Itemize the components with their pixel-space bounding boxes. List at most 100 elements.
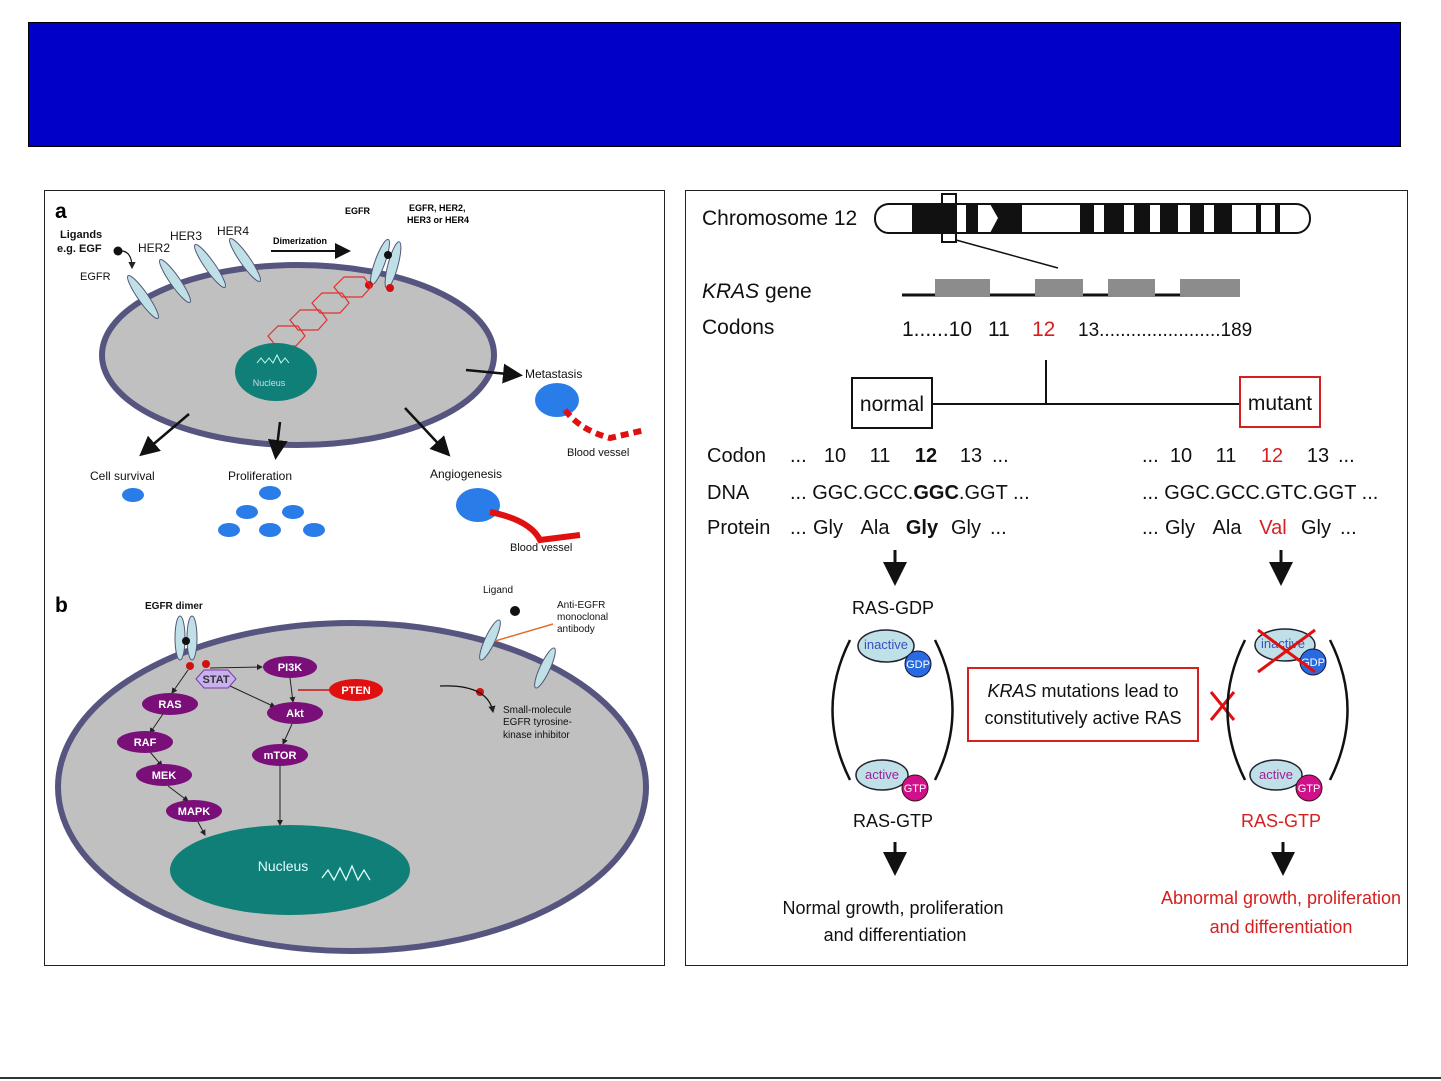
ligand-label: Ligand	[483, 585, 513, 596]
active-ras-icon	[855, 759, 909, 791]
normal-ras-cycle: RAS-GDP inactive GDP active GTP RAS-GTP …	[782, 598, 1003, 945]
ras-gtp-label: RAS-GTP	[853, 811, 933, 831]
seq-text: ...	[1142, 517, 1159, 539]
antibody-icon	[494, 623, 554, 642]
seq-text: 13	[1307, 445, 1329, 467]
seq-text: ...	[790, 517, 807, 539]
ras-gdp-label: RAS-GDP	[852, 598, 934, 618]
seq-text: Gly	[1301, 517, 1331, 539]
seq-text: 13	[960, 445, 982, 467]
mutant-ras-gtp-label: RAS-GTP	[1241, 811, 1321, 831]
egf-label: e.g. EGF	[57, 243, 102, 255]
receptor-antibody-target	[479, 619, 501, 661]
her2-receptor	[159, 259, 191, 303]
seq-text: Gly	[813, 517, 843, 539]
panel-b: b EGFR dimer PI3K	[55, 585, 649, 954]
seq-text: 11	[870, 445, 891, 467]
mutation-note-line-1: KRAS mutations lead to	[987, 681, 1178, 701]
seq-text: 12	[1261, 445, 1283, 467]
chromosome-12-icon	[874, 193, 1311, 269]
bound-ligand-icon	[384, 251, 392, 259]
dna-sequence: ... GGC.GCC.GGC.GGT ...	[790, 482, 1030, 504]
node-akt: Akt	[286, 708, 304, 720]
node-pten: PTEN	[341, 685, 370, 697]
nucleus-label: Nucleus	[253, 378, 286, 388]
mutant-box	[1239, 376, 1321, 428]
kras-panel: Chromosome 12 KRAS gene Codons 1......10…	[702, 193, 1401, 945]
seq-text: ...	[790, 445, 807, 467]
inactive-label: inactive	[864, 637, 908, 652]
ligand-icon	[510, 606, 520, 616]
blood-vessel-icon	[489, 509, 581, 544]
inactive-ras-icon	[857, 629, 915, 663]
mutation-note-line-2: constitutively active RAS	[984, 708, 1181, 728]
receptors	[127, 238, 402, 319]
active-ras-icon	[1249, 759, 1303, 791]
tki-label-2: EGFR tyrosine-	[503, 717, 572, 728]
normal-outcome-line-1: Normal growth, proliferation	[782, 898, 1003, 918]
pathway-nodes: PI3K STAT PTEN RAS Akt RAF mTOR MEK MAPK	[117, 656, 383, 822]
node-mek: MEK	[152, 770, 177, 782]
egfr-receptor	[127, 275, 159, 319]
node-pi3k: PI3K	[278, 662, 303, 674]
metastasis-label: Metastasis	[525, 367, 582, 381]
normal-label: normal	[860, 393, 924, 416]
gdp-label: GDP	[906, 659, 930, 671]
seq-text: ...	[1338, 445, 1355, 467]
codon-scale-start: 1......10	[902, 318, 972, 341]
tki-label-3: kinase inhibitor	[503, 730, 570, 741]
seq-text: Gly	[906, 517, 939, 539]
node-ras: RAS	[158, 699, 181, 711]
dimer-partner-label-1: EGFR, HER2,	[409, 203, 466, 213]
seq-text: 10	[1170, 445, 1192, 467]
abnormal-outcome-line-1: Abnormal growth, proliferation	[1161, 888, 1401, 908]
dna-sequence: ... GGC.GCC.GTC.GGT ...	[1142, 482, 1378, 504]
protein-row-label: Protein	[707, 517, 770, 539]
seq-text: ...	[992, 445, 1009, 467]
slide-title-bar	[28, 22, 1401, 147]
nucleus-label: Nucleus	[258, 858, 309, 874]
blood-vessel-icon	[562, 408, 646, 442]
abnormal-outcome-line-2: and differentiation	[1210, 917, 1353, 937]
seq-text: ...	[990, 517, 1007, 539]
active-label: active	[1259, 767, 1293, 782]
codon-row-label: Codon	[707, 445, 766, 467]
codon-scale-end: 13.......................189	[1078, 320, 1252, 341]
codons-label: Codons	[702, 316, 774, 339]
gtp-icon	[901, 774, 929, 802]
angiogenesis-label: Angiogenesis	[430, 467, 502, 481]
seq-text: 11	[1216, 445, 1237, 467]
seq-text: Ala	[1213, 517, 1243, 539]
gtp-icon	[1295, 774, 1323, 802]
kras-gene-label: KRAS gene	[702, 280, 812, 303]
cell-survival-label: Cell survival	[90, 469, 155, 483]
seq-text: Ala	[861, 517, 891, 539]
seq-text: Gly	[1165, 517, 1195, 539]
panel-b-label: b	[55, 594, 68, 617]
gdp-icon	[904, 650, 932, 678]
node-stat: STAT	[202, 674, 229, 686]
her4-label: HER4	[217, 224, 249, 238]
proliferation-label: Proliferation	[228, 469, 292, 483]
node-mapk: MAPK	[178, 806, 210, 818]
panel-a: a Nucleus Ligands	[55, 200, 646, 554]
panel-a-label: a	[55, 200, 67, 223]
gtp-label: GTP	[904, 783, 927, 795]
her3-receptor	[194, 244, 226, 288]
normal-outcome-line-2: and differentiation	[824, 925, 967, 945]
seq-text: 12	[915, 445, 937, 467]
her4-receptor	[229, 238, 261, 282]
dna-row-label: DNA	[707, 482, 750, 504]
her2-label: HER2	[138, 241, 170, 255]
seq-text: Val	[1259, 517, 1286, 539]
antibody-label-1: Anti-EGFR	[557, 600, 605, 611]
ligands-label: Ligands	[60, 229, 102, 241]
dimer-partner-label-2: HER3 or HER4	[407, 215, 469, 225]
mutation-note-box	[967, 667, 1199, 742]
antibody-label-2: monoclonal	[557, 612, 608, 623]
egfr-dimer-label: EGFR dimer	[145, 601, 203, 612]
dimer-egfr-label: EGFR	[345, 206, 371, 216]
codon-scale-11: 11	[988, 318, 1010, 341]
nucleus	[235, 343, 317, 401]
